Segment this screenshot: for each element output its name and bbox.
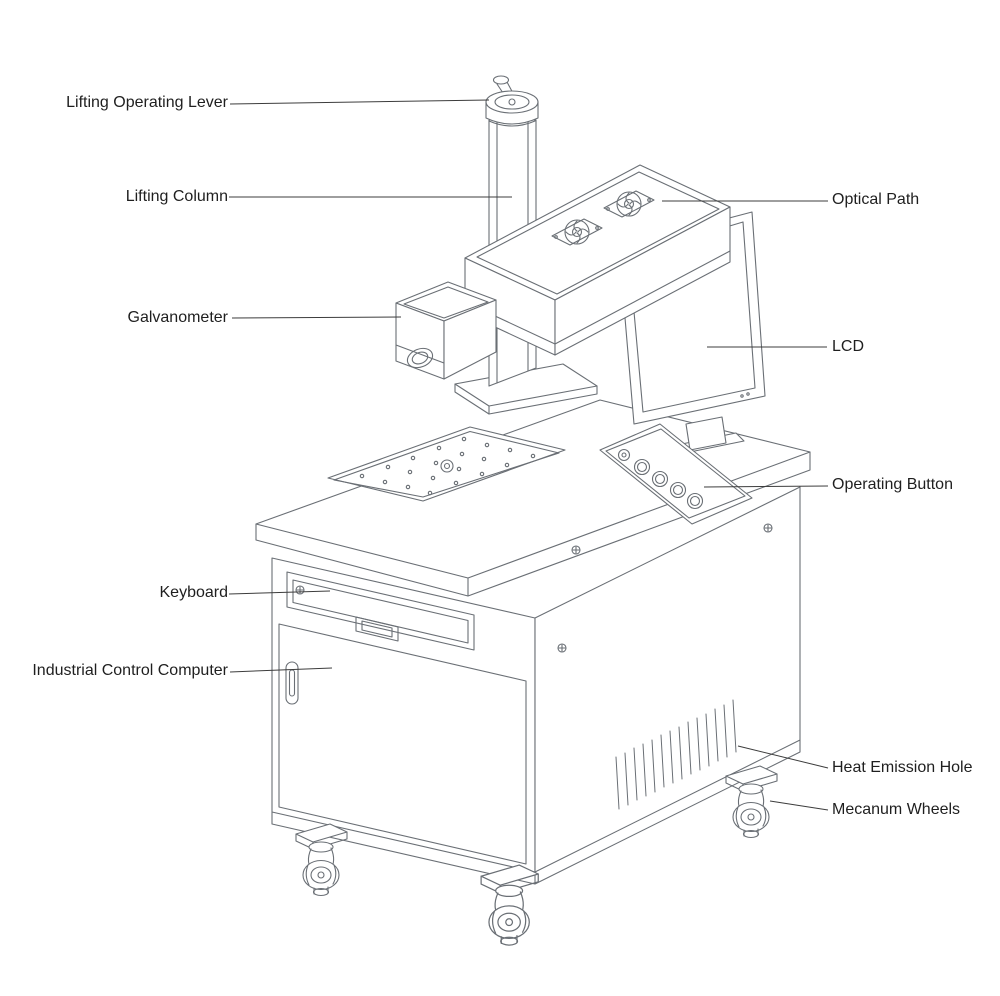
label-lifting-operating-lever: Lifting Operating Lever xyxy=(66,94,228,111)
label-lifting-column: Lifting Column xyxy=(125,188,228,205)
label-heat-emission-hole: Heat Emission Hole xyxy=(832,759,973,776)
cooling-fan-icon xyxy=(603,190,655,218)
label-optical-path: Optical Path xyxy=(832,191,920,208)
mecanum-wheel-front xyxy=(480,864,539,946)
label-industrial-control-computer: Industrial Control Computer xyxy=(32,662,228,679)
galvanometer-drawing xyxy=(395,281,497,380)
label-mecanum-wheels: Mecanum Wheels xyxy=(832,801,961,818)
cooling-fan-icon xyxy=(551,218,603,246)
leader-lines xyxy=(228,99,829,811)
leader-operating-button xyxy=(703,485,829,488)
mecanum-wheel-right xyxy=(725,765,778,839)
optical-path-drawing xyxy=(464,164,731,356)
leader-keyboard xyxy=(228,590,331,595)
lifting-lever-drawing xyxy=(485,75,539,127)
key-switch-icon xyxy=(617,448,631,462)
cabinet-drawing xyxy=(255,399,811,885)
work-table-plate xyxy=(327,426,566,502)
leader-mecanum-wheels xyxy=(769,800,829,811)
leader-heat-emission-hole xyxy=(737,745,829,769)
label-keyboard: Keyboard xyxy=(159,584,229,601)
lens-icon xyxy=(406,347,434,369)
keyboard-drawer-drawing xyxy=(286,571,475,651)
mecanum-wheel-left xyxy=(295,823,348,897)
label-lcd: LCD xyxy=(832,338,865,355)
machine-line-art xyxy=(255,75,811,946)
leader-industrial-control-computer xyxy=(229,667,333,673)
label-galvanometer: Galvanometer xyxy=(127,309,229,326)
leader-lifting-operating-lever xyxy=(229,99,490,105)
label-operating-button: Operating Button xyxy=(832,476,953,493)
leader-galvanometer xyxy=(231,316,402,319)
operating-panel-drawing xyxy=(599,423,753,525)
operating-buttons-icon xyxy=(633,458,704,510)
heat-vents-drawing xyxy=(615,699,737,810)
